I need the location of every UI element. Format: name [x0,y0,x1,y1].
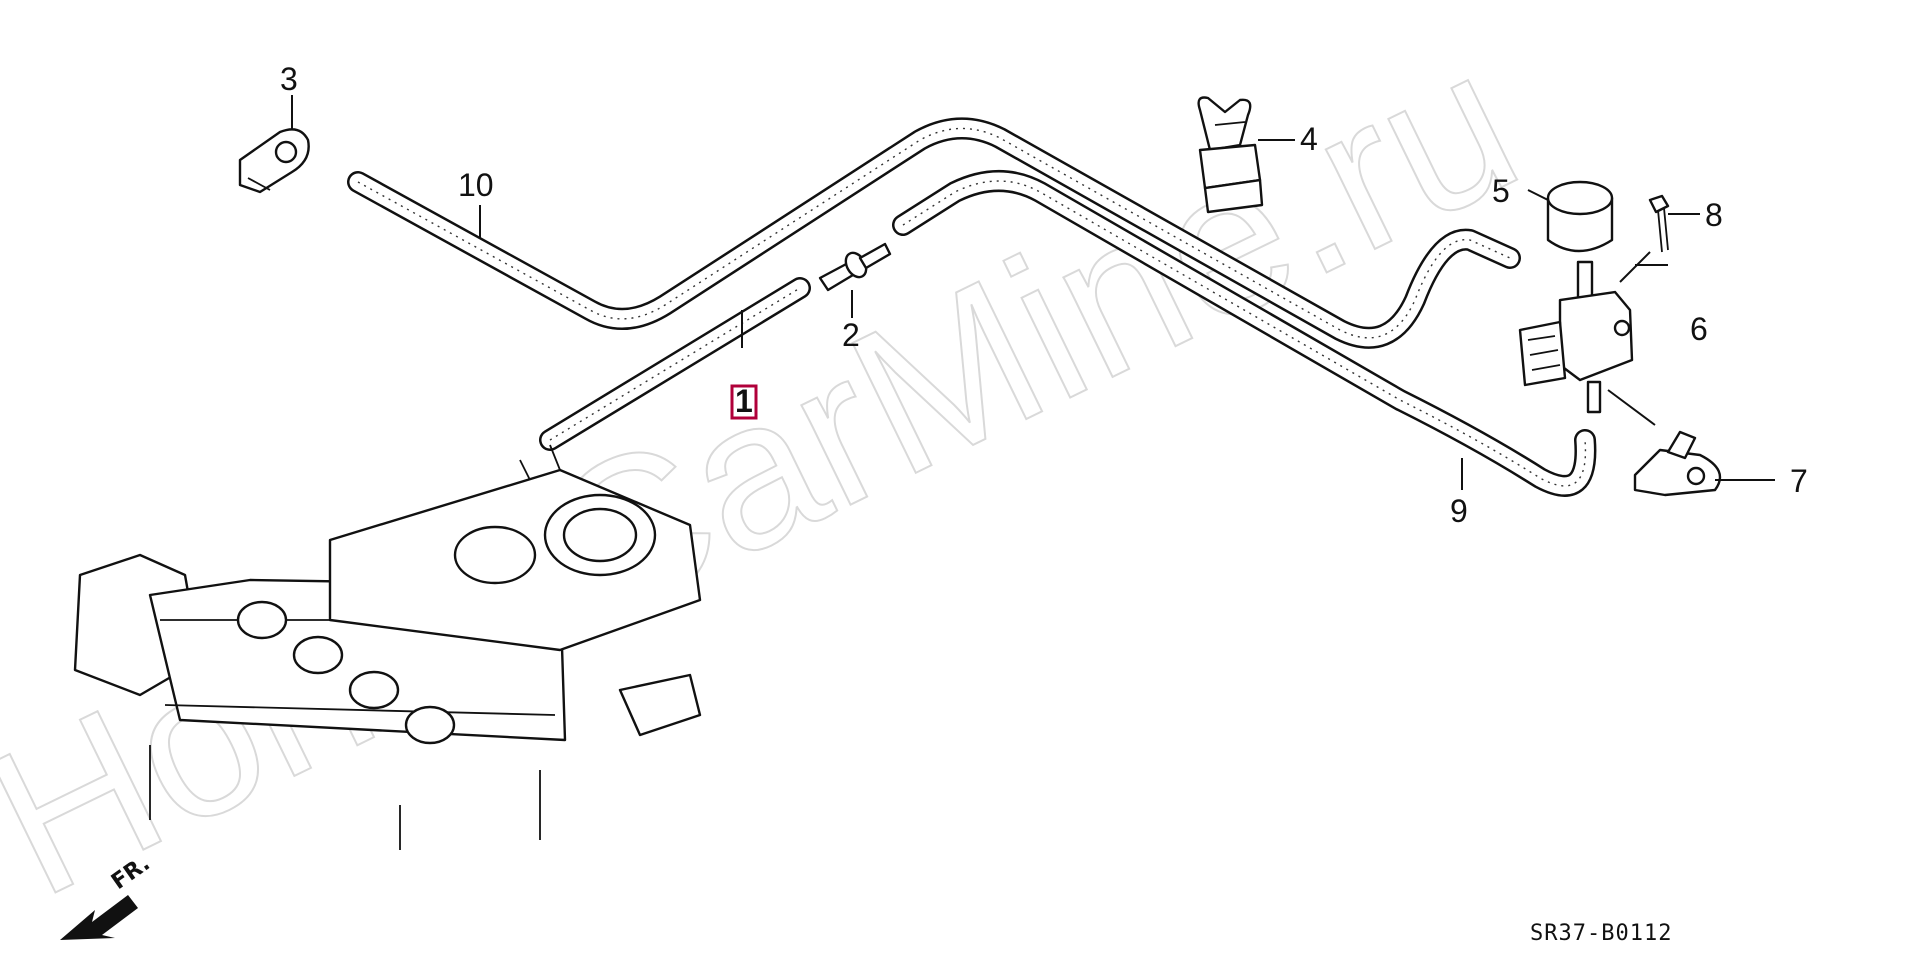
callout-10[interactable]: 10 [458,167,494,203]
hose-clip-part-4[interactable] [1197,96,1264,214]
throttle-body-assembly [73,444,702,850]
callout-4[interactable]: 4 [1300,121,1318,157]
callout-5[interactable]: 5 [1492,173,1510,209]
hose-9[interactable] [892,170,1597,497]
hose-10[interactable] [347,117,1521,349]
clamp-part-3[interactable] [238,128,310,194]
callout-7[interactable]: 7 [1790,463,1808,499]
bracket-part-7[interactable] [1633,430,1722,497]
callout-6[interactable]: 6 [1690,311,1708,347]
cap-part-5[interactable] [1546,180,1614,253]
callout-1[interactable]: 1 [735,383,753,419]
reference-code: SR37-B0112 [1530,921,1672,946]
callout-8[interactable]: 8 [1705,197,1723,233]
hose-1[interactable] [539,277,811,451]
bolt-part-8[interactable] [1648,194,1670,253]
callout-2[interactable]: 2 [842,317,860,353]
callout-1-highlight[interactable]: 1 [730,383,758,420]
front-direction-arrow-icon [60,895,138,940]
callout-3[interactable]: 3 [280,61,298,97]
joint-connector-part-2[interactable] [818,242,892,292]
callout-9[interactable]: 9 [1450,493,1468,529]
leader-lines [291,95,1775,490]
solenoid-valve-part-6[interactable] [1518,260,1634,414]
